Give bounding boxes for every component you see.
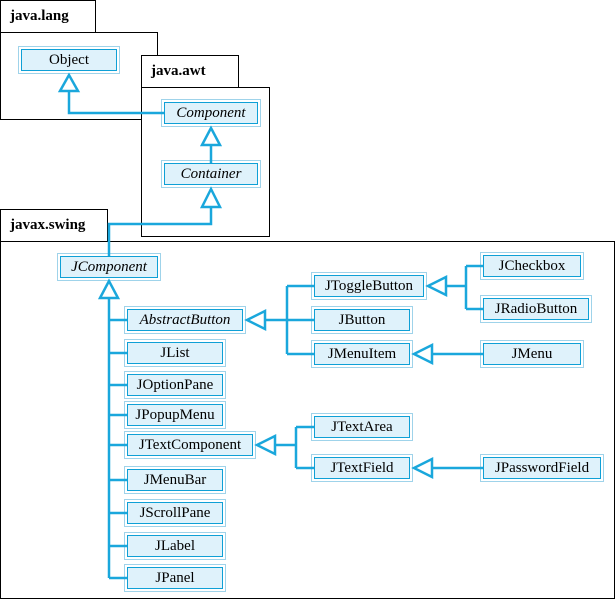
class-jcheckbox: JCheckbox: [480, 252, 584, 280]
class-jcomponent: JComponent: [57, 253, 161, 281]
class-jlabel: JLabel: [124, 532, 226, 560]
package-java-lang: [0, 32, 158, 120]
class-jpanel: JPanel: [124, 564, 226, 592]
class-container: Container: [161, 160, 261, 188]
class-jtextarea: JTextArea: [311, 413, 413, 441]
class-jscrollpane: JScrollPane: [124, 499, 226, 527]
package-tab-java-awt: java.awt: [141, 55, 239, 88]
class-object: Object: [18, 46, 120, 74]
class-jradiobutton: JRadioButton: [480, 295, 592, 323]
class-component: Component: [161, 99, 261, 127]
class-jmenubar: JMenuBar: [124, 466, 226, 494]
package-tab-java-lang: java.lang: [0, 0, 96, 33]
class-jmenuitem: JMenuItem: [311, 340, 413, 368]
class-jtogglebutton: JToggleButton: [311, 272, 427, 300]
class-abstractbutton: AbstractButton: [124, 306, 246, 334]
class-jtextfield: JTextField: [311, 454, 413, 482]
class-jpopupmenu: JPopupMenu: [124, 401, 226, 429]
class-jbutton: JButton: [311, 306, 413, 334]
class-jlist: JList: [124, 339, 226, 367]
package-javax-swing: [0, 241, 615, 599]
class-jmenu: JMenu: [480, 340, 584, 368]
class-jtextcomponent: JTextComponent: [124, 431, 256, 459]
class-jpasswordfield: JPasswordField: [480, 454, 604, 482]
class-joptionpane: JOptionPane: [124, 371, 226, 399]
package-tab-javax-swing: javax.swing: [0, 209, 108, 242]
